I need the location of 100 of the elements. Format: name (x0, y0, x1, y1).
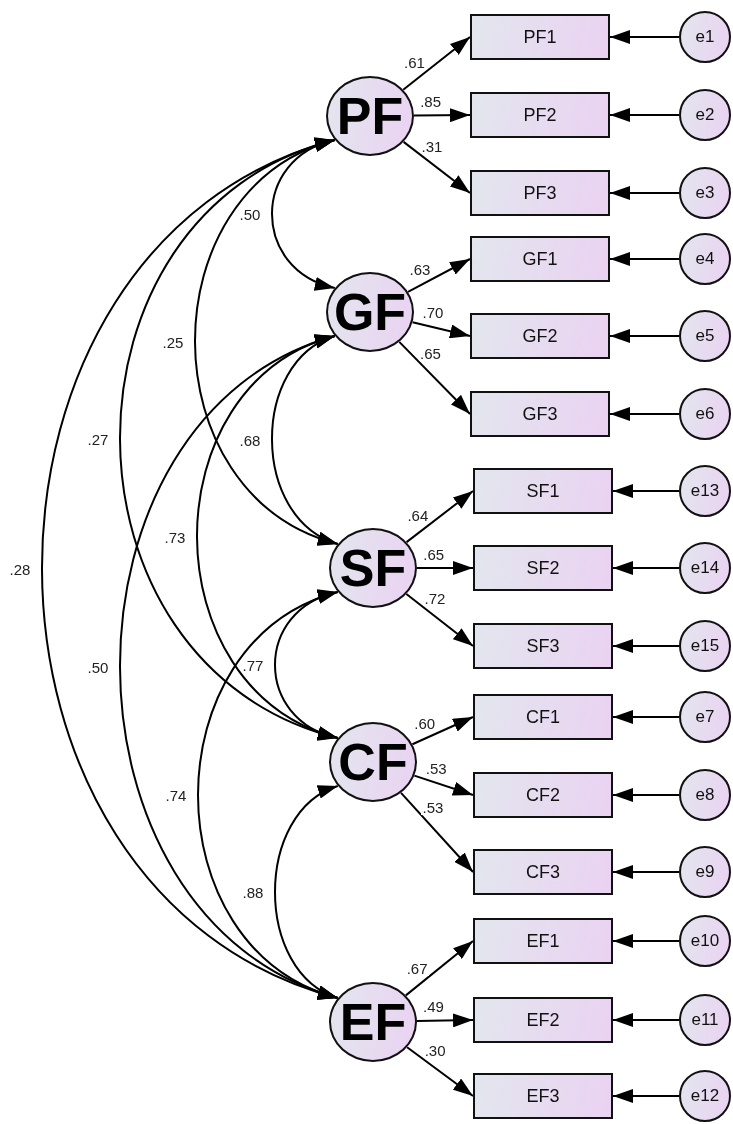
correlation-arrow (274, 591, 339, 739)
variable-label: e1 (695, 27, 715, 47)
path-arrow (416, 1013, 474, 1028)
edge-label: .49 (422, 999, 445, 1015)
edge-label: .30 (423, 1043, 447, 1059)
variable-label: e14 (690, 558, 720, 578)
variable-label: SF2 (526, 557, 560, 579)
path-arrow (612, 1013, 680, 1027)
variable-label: CF3 (526, 861, 560, 883)
observed-variable-box (470, 14, 610, 60)
path-arrow (405, 490, 474, 544)
path-arrow (416, 561, 474, 575)
error-term-circle (679, 542, 731, 594)
path-arrow (400, 791, 474, 873)
path-arrow (398, 340, 471, 415)
correlation-arrow (271, 139, 336, 289)
path-arrow (612, 1089, 680, 1103)
error-term-circle (679, 994, 731, 1046)
error-term-circle (679, 1070, 731, 1122)
path-arrow (612, 710, 680, 724)
variable-label: CF1 (526, 706, 560, 728)
variable-label: GF2 (522, 325, 558, 347)
variable-label: SF (339, 538, 407, 598)
error-term-circle (679, 769, 731, 821)
variable-label: e15 (690, 636, 720, 656)
edge-label: .65 (419, 346, 442, 362)
variable-label: e2 (695, 105, 715, 125)
variable-label: CF (338, 732, 408, 792)
variable-label: GF3 (522, 403, 558, 425)
observed-variable-box (473, 1073, 613, 1119)
correlation-arrow (271, 335, 339, 545)
variable-label: EF (339, 992, 407, 1052)
path-arrow (406, 1046, 474, 1097)
observed-variable-box (470, 170, 610, 216)
variable-label: e7 (695, 707, 715, 727)
variable-label: e5 (695, 326, 715, 346)
variable-label: e9 (695, 862, 715, 882)
error-term-circle (679, 691, 731, 743)
variable-label: SF1 (526, 480, 560, 502)
observed-variable-box (470, 92, 610, 138)
path-arrow (609, 329, 680, 343)
variable-label: e10 (690, 931, 720, 951)
path-arrow (609, 30, 680, 44)
variable-label: e11 (691, 1010, 719, 1030)
variable-label: e8 (695, 785, 715, 805)
path-arrow (609, 186, 680, 200)
edge-label: .64 (406, 508, 430, 524)
variable-label: e13 (690, 481, 720, 501)
path-arrow (612, 561, 680, 575)
observed-variable-box (473, 997, 613, 1043)
variable-label: PF1 (523, 26, 557, 48)
variable-label: CF2 (526, 784, 560, 806)
variable-label: SF3 (526, 635, 560, 657)
variable-label: PF3 (523, 182, 557, 204)
path-arrow (609, 108, 680, 122)
path-arrow (612, 484, 680, 498)
path-arrow (413, 108, 471, 123)
path-arrow (609, 407, 680, 421)
path-arrow (411, 716, 474, 746)
path-arrow (405, 593, 474, 647)
path-arrow (402, 36, 471, 91)
path-arrow (411, 321, 471, 339)
variable-label: EF3 (526, 1085, 560, 1107)
path-arrow (404, 940, 474, 997)
variable-label: e12 (690, 1086, 720, 1106)
variable-label: EF1 (526, 930, 560, 952)
observed-variable-box (473, 694, 613, 740)
observed-variable-box (473, 772, 613, 818)
edge-label: .70 (421, 305, 445, 321)
variable-label: e3 (695, 183, 715, 203)
error-term-circle (679, 620, 731, 672)
path-arrow (402, 140, 471, 194)
error-term-circle (679, 310, 731, 362)
observed-variable-box (473, 918, 613, 964)
variable-label: PF (336, 86, 404, 146)
path-arrow (612, 934, 680, 948)
edge-label: .61 (403, 55, 426, 71)
error-term-circle (679, 388, 731, 440)
path-arrow (609, 252, 680, 266)
path-arrow (407, 258, 471, 293)
observed-variable-box (473, 468, 613, 514)
observed-variable-box (470, 313, 610, 359)
error-term-circle (679, 915, 731, 967)
variable-label: GF (333, 282, 407, 342)
correlation-arrow (197, 591, 339, 999)
error-term-circle (679, 465, 731, 517)
error-term-circle (679, 89, 731, 141)
error-term-circle (679, 167, 731, 219)
variable-label: e6 (695, 404, 715, 424)
observed-variable-box (470, 391, 610, 437)
observed-variable-box (473, 849, 613, 895)
variable-label: PF2 (523, 104, 557, 126)
path-arrow (612, 639, 680, 653)
error-term-circle (679, 233, 731, 285)
path-arrow (612, 788, 680, 802)
variable-label: e4 (695, 249, 715, 269)
error-term-circle (679, 11, 731, 63)
error-term-circle (679, 846, 731, 898)
path-arrow (612, 865, 680, 879)
observed-variable-box (470, 236, 610, 282)
